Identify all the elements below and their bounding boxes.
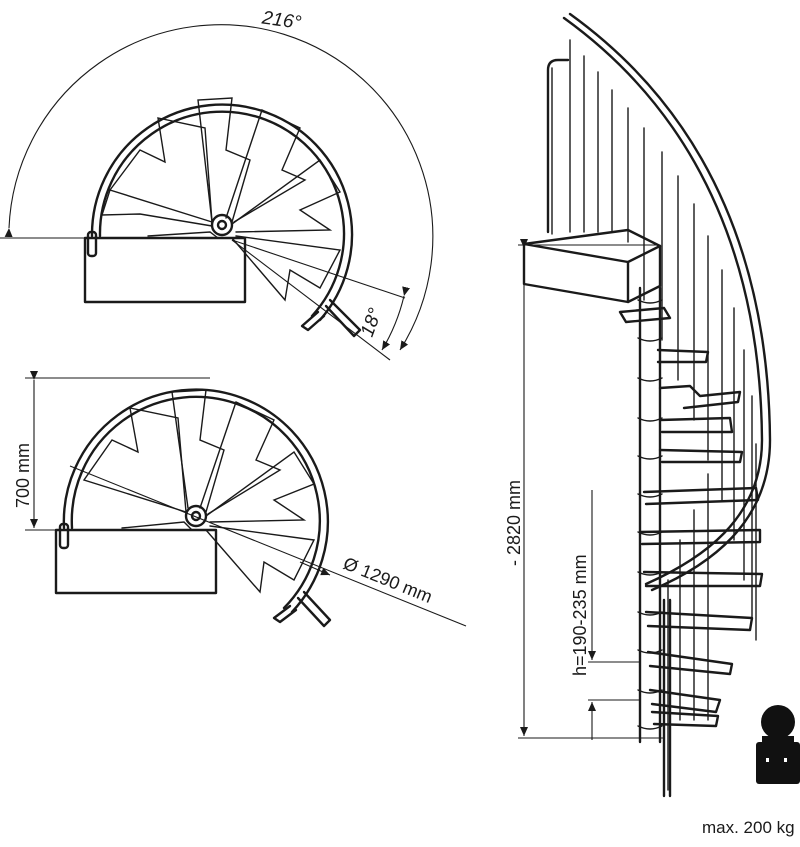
landing-platform <box>83 236 247 304</box>
central-column-side <box>638 286 662 744</box>
rotation-arc-dimension <box>4 24 434 351</box>
handrail-start-post <box>546 58 570 234</box>
step-angle-line-a <box>231 239 406 299</box>
bottom-newel-post <box>662 598 672 798</box>
handrail-inner <box>98 110 346 318</box>
riser-label: h=190-235 mm <box>570 554 590 676</box>
central-column-core <box>216 219 228 231</box>
handrail-post-start-2 <box>58 522 70 550</box>
landing-platform-2 <box>54 528 218 595</box>
diameter-label: Ø 1290 mm <box>341 553 436 607</box>
step-angle-label: 18° <box>357 305 387 340</box>
height-label: - 2820 mm <box>504 480 524 566</box>
handrail-side-outer <box>562 16 764 586</box>
plan-view-rotation: 216° 18° <box>0 7 434 361</box>
central-column-2 <box>184 504 208 528</box>
depth-label: 700 mm <box>13 443 33 508</box>
treads-plan-1 <box>101 97 342 302</box>
handrail-side-inner <box>568 12 772 592</box>
handrail-outer-2 <box>62 388 329 614</box>
diameter-leader <box>69 465 467 627</box>
handrail-post-start <box>86 230 98 258</box>
top-landing-edges <box>522 242 662 304</box>
weight-icon <box>756 705 800 784</box>
max-load-label: max. 200 kg <box>702 818 795 837</box>
column-rings <box>637 299 663 730</box>
handrail-outer <box>90 103 354 322</box>
treads-plan-2 <box>82 389 316 594</box>
side-elevation-view: - 2820 mm h=190-235 mm <box>504 12 772 798</box>
handrail-end-cap <box>300 310 326 332</box>
central-column-core-2 <box>190 510 202 522</box>
plan-view-dimensions: 700 mm Ø 1290 mm <box>13 371 467 628</box>
handrail-end-post <box>324 298 362 338</box>
balusters <box>551 39 757 791</box>
handrail-inner-2 <box>70 395 321 610</box>
diameter-arrow <box>299 561 331 576</box>
treads-side <box>618 306 764 728</box>
handrail-end-post-2 <box>296 590 332 628</box>
central-column <box>210 213 234 237</box>
step-angle-arc <box>381 286 410 351</box>
handrail-end-cap-2 <box>272 604 298 624</box>
step-angle-line-b <box>231 239 391 361</box>
